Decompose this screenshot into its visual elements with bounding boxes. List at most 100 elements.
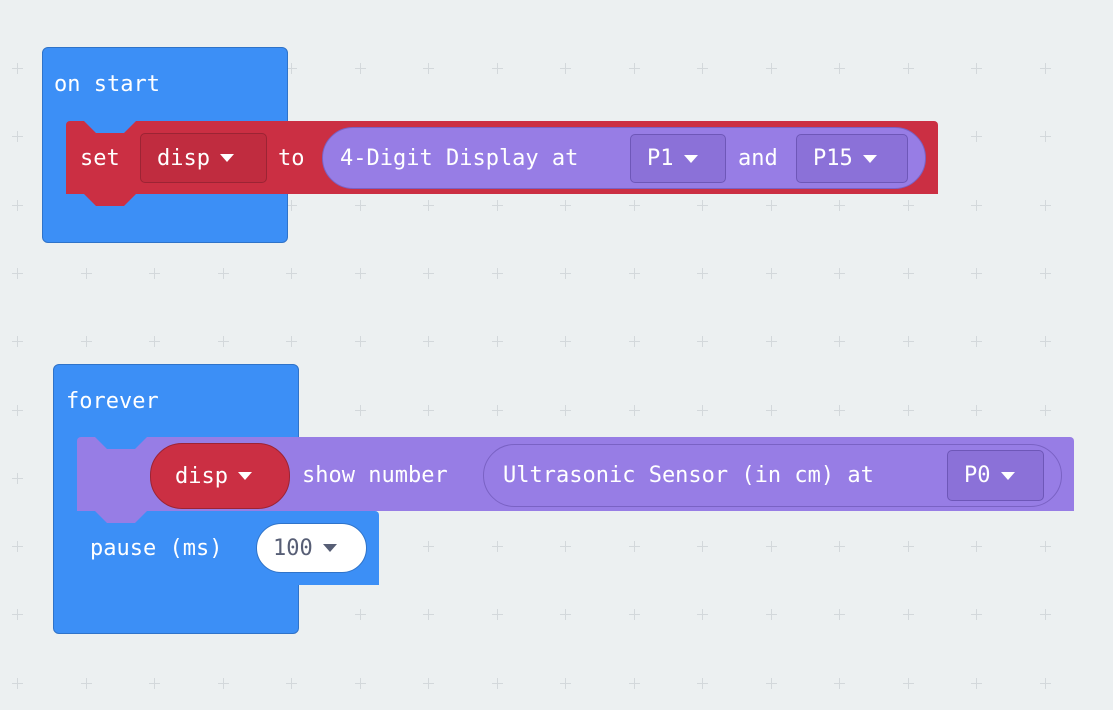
grid-cross — [971, 336, 982, 348]
chevron-down-icon — [683, 154, 698, 163]
grid-cross — [834, 267, 845, 279]
grid-cross — [423, 404, 434, 416]
grid-cross — [834, 609, 845, 621]
grid-cross — [560, 404, 571, 416]
grid-cross — [834, 199, 845, 211]
grid-cross — [902, 541, 914, 553]
grid-cross — [628, 199, 640, 211]
grid-cross — [286, 267, 297, 279]
grid-cross — [628, 267, 640, 279]
variable-dropdown-disp[interactable]: disp — [140, 133, 267, 183]
grid-cross — [12, 267, 23, 279]
grid-cross — [1039, 404, 1051, 416]
pin-dropdown-p1[interactable]: P1 — [630, 134, 726, 183]
grid-cross — [697, 336, 708, 348]
grid-cross — [1039, 199, 1051, 211]
grid-cross — [697, 199, 708, 211]
grid-cross — [902, 199, 914, 211]
grid-cross — [971, 267, 982, 279]
grid-cross — [765, 63, 777, 74]
grid-cross — [217, 267, 229, 279]
grid-cross — [423, 199, 434, 211]
show-number-label: show number — [302, 463, 448, 488]
grid-cross — [149, 267, 160, 279]
grid-cross — [12, 609, 23, 621]
grid-cross — [902, 63, 914, 74]
grid-cross — [1039, 267, 1051, 279]
grid-cross — [423, 63, 434, 74]
grid-cross — [971, 677, 982, 689]
grid-cross — [560, 63, 571, 74]
grid-cross — [423, 677, 434, 689]
grid-cross — [149, 677, 160, 689]
grid-cross — [423, 267, 434, 279]
grid-cross — [765, 199, 777, 211]
grid-cross — [423, 336, 434, 348]
grid-cross — [697, 63, 708, 74]
pin-dropdown-p0[interactable]: P0 — [947, 450, 1044, 501]
grid-cross — [628, 63, 640, 74]
grid-cross — [354, 199, 366, 211]
chevron-down-icon — [237, 472, 252, 480]
chevron-down-icon — [219, 154, 234, 162]
grid-cross — [765, 677, 777, 689]
grid-cross — [80, 677, 92, 689]
grid-cross — [902, 404, 914, 416]
grid-cross — [217, 336, 229, 348]
grid-cross — [491, 267, 503, 279]
set-label: set — [80, 146, 120, 171]
grid-cross — [834, 541, 845, 553]
variable-name: disp — [175, 463, 228, 489]
forever-label: forever — [66, 389, 159, 414]
grid-cross — [423, 541, 434, 553]
grid-cross — [971, 131, 982, 143]
on-start-label: on start — [54, 72, 160, 97]
grid-cross — [697, 404, 708, 416]
grid-cross — [971, 199, 982, 211]
grid-cross — [697, 609, 708, 621]
disp-variable-reporter[interactable]: disp — [150, 443, 290, 509]
grid-cross — [491, 336, 503, 348]
grid-cross — [971, 404, 982, 416]
grid-cross — [217, 677, 229, 689]
grid-cross — [1039, 63, 1051, 74]
grid-cross — [286, 677, 297, 689]
grid-cross — [354, 677, 366, 689]
grid-cross — [902, 336, 914, 348]
grid-cross — [765, 336, 777, 348]
grid-cross — [560, 267, 571, 279]
grid-cross — [12, 541, 23, 553]
grid-cross — [834, 677, 845, 689]
grid-cross — [834, 336, 845, 348]
ultrasonic-sensor-label: Ultrasonic Sensor (in cm) at — [503, 463, 874, 488]
grid-cross — [491, 199, 503, 211]
grid-cross — [12, 131, 23, 143]
pause-value: 100 — [273, 535, 313, 561]
grid-cross — [697, 267, 708, 279]
grid-cross — [12, 199, 23, 211]
grid-cross — [491, 63, 503, 74]
grid-cross — [765, 404, 777, 416]
grid-cross — [12, 472, 23, 484]
grid-cross — [765, 609, 777, 621]
grid-cross — [286, 63, 297, 74]
grid-cross — [697, 541, 708, 553]
grid-cross — [560, 609, 571, 621]
pin-value: P0 — [964, 463, 991, 488]
grid-cross — [12, 404, 23, 416]
grid-cross — [12, 677, 23, 689]
pin-value: P1 — [647, 146, 674, 171]
grid-cross — [765, 267, 777, 279]
grid-cross — [560, 541, 571, 553]
grid-cross — [491, 677, 503, 689]
grid-cross — [354, 63, 366, 74]
grid-cross — [902, 677, 914, 689]
pin-value: P15 — [813, 146, 853, 171]
grid-cross — [80, 267, 92, 279]
variable-name: disp — [157, 145, 210, 171]
pin-dropdown-p15[interactable]: P15 — [796, 134, 908, 183]
grid-cross — [1039, 677, 1051, 689]
digit-display-label: 4-Digit Display at — [340, 146, 579, 171]
grid-cross — [628, 336, 640, 348]
pause-duration-input[interactable]: 100 — [256, 523, 367, 573]
